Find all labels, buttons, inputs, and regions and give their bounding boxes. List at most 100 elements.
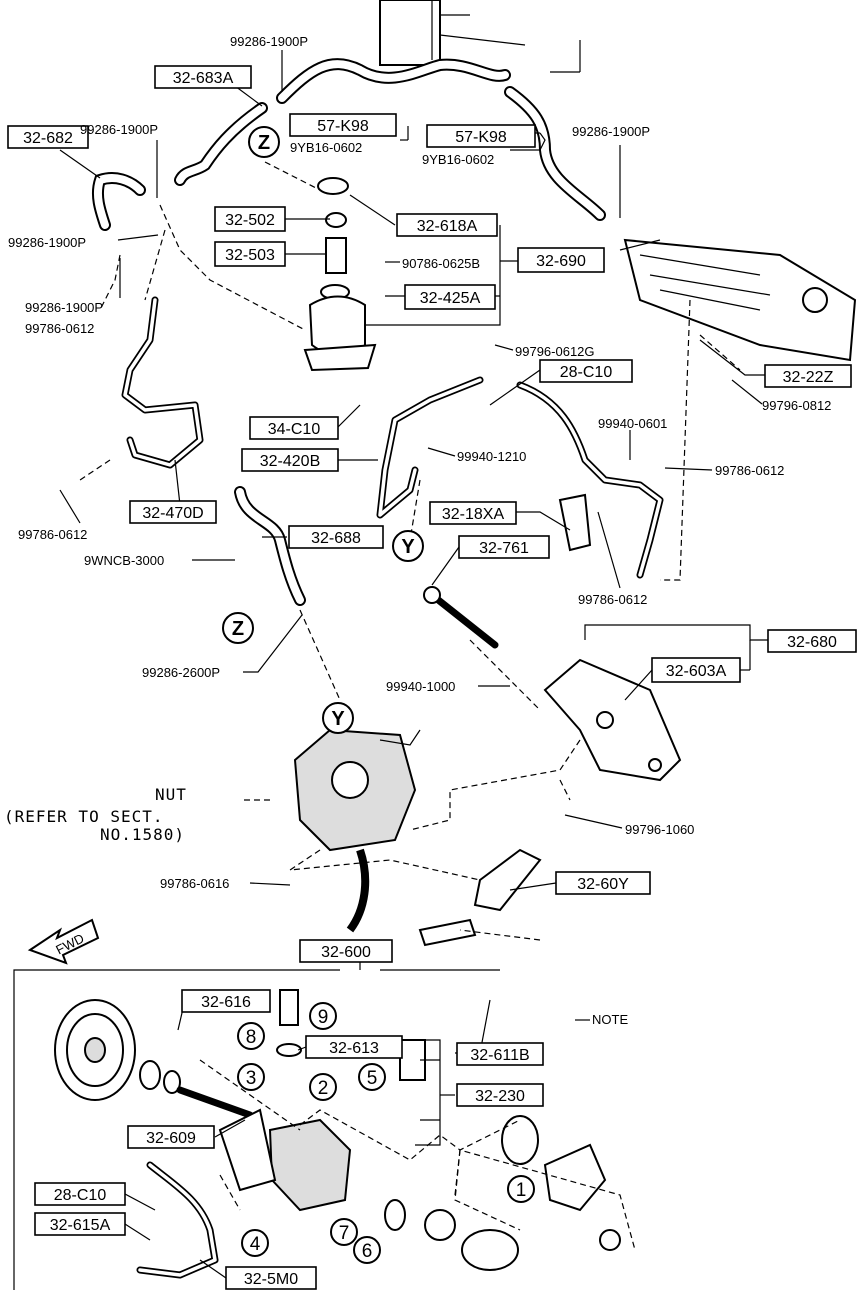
part-label-32-22z: 32-22Z [764, 364, 852, 388]
part-label-32-688: 32-688 [288, 525, 384, 549]
reference-marker-y: Y [392, 530, 424, 562]
svg-text:32-502: 32-502 [225, 212, 275, 229]
part-label-57-k98: 57-K98 [289, 113, 397, 137]
part-label-99940-0601: 99940-0601 [598, 416, 667, 431]
hose-right-upper [504, 40, 606, 221]
svg-text:28-C10: 28-C10 [54, 1187, 107, 1204]
part-label-32-609: 32-609 [127, 1125, 215, 1149]
svg-text:32-682: 32-682 [23, 130, 73, 147]
svg-text:2: 2 [318, 1078, 329, 1099]
svg-text:32-600: 32-600 [321, 944, 371, 961]
pipe-32-470D [121, 296, 204, 469]
part-label-32-60y: 32-60Y [555, 871, 651, 895]
svg-text:32-611B: 32-611B [470, 1047, 529, 1064]
svg-text:Z: Z [232, 618, 244, 640]
part-label-99286-1900p: 99286-1900P [230, 34, 308, 49]
svg-text:4: 4 [250, 1234, 261, 1255]
part-label-34-c10: 34-C10 [249, 416, 339, 440]
part-label-32-616: 32-616 [181, 989, 271, 1013]
svg-text:32-425A: 32-425A [420, 290, 481, 307]
bolt-32-761 [423, 586, 499, 649]
svg-text:5: 5 [367, 1068, 378, 1089]
part-label-99286-2600p: 99286-2600P [142, 665, 220, 680]
bracket-32-18XA [558, 493, 592, 552]
part-label-99786-0612: 99786-0612 [715, 463, 784, 478]
part-label-99286-1900p: 99286-1900P [80, 122, 158, 137]
svg-text:34-C10: 34-C10 [268, 421, 321, 438]
part-label-99796-0612g: 99796-0612G [515, 344, 595, 359]
svg-text:32-690: 32-690 [536, 253, 586, 270]
callout-number-2: 2 [309, 1073, 337, 1101]
part-label-32-230: 32-230 [456, 1083, 544, 1107]
fwd-arrow [27, 918, 100, 965]
reservoir-tank [303, 177, 377, 372]
svg-text:Y: Y [401, 536, 415, 558]
svg-text:32-609: 32-609 [146, 1130, 196, 1147]
svg-text:32-22Z: 32-22Z [783, 369, 834, 386]
pump-assembly [293, 728, 421, 933]
part-label-28-c10: 28-C10 [539, 359, 633, 383]
callout-number-4: 4 [241, 1229, 269, 1257]
part-label-90786-0625b: 90786-0625B [402, 256, 480, 271]
svg-text:32-683A: 32-683A [173, 70, 234, 87]
part-label-99940-1000: 99940-1000 [386, 679, 455, 694]
pipe-32-420B [376, 376, 664, 579]
part-label-99286-1900p: 99286-1900P [572, 124, 650, 139]
hose-32-683A [174, 102, 268, 186]
part-label-99796-0812: 99796-0812 [762, 398, 831, 413]
reference-marker-z: Z [222, 612, 254, 644]
part-label-32-611b: 32-611B [456, 1042, 544, 1066]
callout-number-8: 8 [237, 1022, 265, 1050]
svg-text:7: 7 [339, 1223, 350, 1244]
svg-text:57-K98: 57-K98 [455, 129, 507, 146]
svg-text:1: 1 [516, 1180, 527, 1201]
svg-text:57-K98: 57-K98 [317, 118, 369, 135]
part-label-32-470d: 32-470D [129, 500, 217, 524]
svg-text:32-60Y: 32-60Y [577, 876, 629, 893]
svg-text:32-5M0: 32-5M0 [244, 1271, 298, 1288]
part-label-32-683a: 32-683A [154, 65, 252, 89]
svg-text:6: 6 [362, 1241, 373, 1262]
part-label-99786-0616: 99786-0616 [160, 876, 229, 891]
part-label-99940-1210: 99940-1210 [457, 449, 526, 464]
part-label-32-682: 32-682 [7, 125, 89, 149]
part-label-32-503: 32-503 [214, 241, 286, 267]
hose-upper-center [276, 0, 526, 104]
svg-text:32-680: 32-680 [787, 634, 837, 651]
part-label-9yb16-0602: 9YB16-0602 [422, 152, 494, 167]
callout-number-9: 9 [309, 1002, 337, 1030]
part-label-28-c10: 28-C10 [34, 1182, 126, 1206]
callout-number-6: 6 [353, 1236, 381, 1264]
svg-text:32-603A: 32-603A [666, 663, 727, 680]
svg-text:28-C10: 28-C10 [560, 364, 613, 381]
part-label-32-680: 32-680 [767, 629, 857, 653]
part-label-32-690: 32-690 [517, 247, 605, 273]
callout-number-7: 7 [330, 1218, 358, 1246]
part-label-32-5m0: 32-5M0 [225, 1266, 317, 1290]
part-label-32-761: 32-761 [458, 535, 550, 559]
svg-text:32-688: 32-688 [311, 530, 361, 547]
callout-number-5: 5 [358, 1063, 386, 1091]
callout-number-1: 1 [507, 1175, 535, 1203]
svg-text:9: 9 [318, 1007, 329, 1028]
hose-32-688 [234, 486, 306, 606]
pulley [54, 999, 254, 1119]
hose-32-682 [91, 172, 146, 231]
svg-text:8: 8 [246, 1027, 257, 1048]
part-label-99796-1060: 99796-1060 [625, 822, 694, 837]
bracket-32-60Y [418, 848, 542, 947]
part-label-32-618a: 32-618A [396, 213, 498, 237]
svg-text:32-615A: 32-615A [50, 1217, 111, 1234]
bracket-32-603A [543, 658, 682, 782]
note-nut-line-2: (REFER TO SECT. [4, 807, 164, 826]
part-label-99786-0612: 99786-0612 [18, 527, 87, 542]
steering-gear-rack [619, 238, 857, 362]
pump-body-exploded [136, 989, 621, 1279]
part-label-99286-1900p: 99286-1900P [8, 235, 86, 250]
part-label-32-603a: 32-603A [651, 657, 741, 683]
svg-text:32-613: 32-613 [329, 1040, 379, 1057]
svg-text:32-618A: 32-618A [417, 218, 478, 235]
part-label-32-18xa: 32-18XA [429, 501, 517, 525]
